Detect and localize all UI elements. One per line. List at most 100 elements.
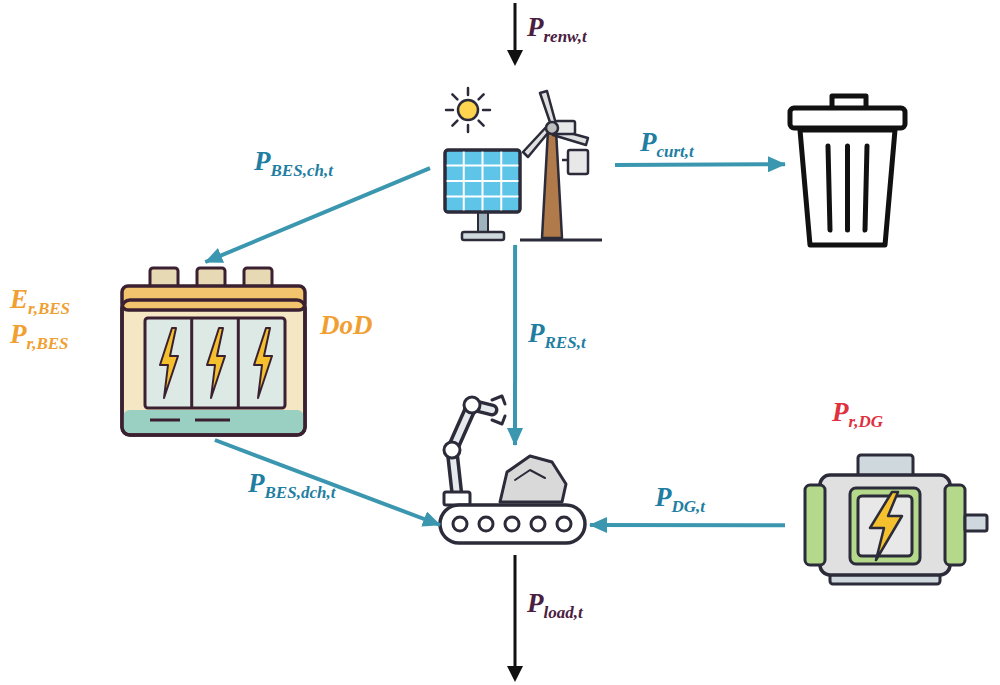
symbol-main: P bbox=[527, 588, 544, 618]
trash-can-icon-part bbox=[865, 146, 867, 230]
conveyor-robot-icon-part bbox=[479, 517, 493, 531]
input-arrow bbox=[507, 3, 523, 66]
battery-icon-part bbox=[145, 318, 285, 408]
power-flow-arrow bbox=[205, 168, 430, 262]
symbol-subscript: load,t bbox=[544, 603, 583, 622]
symbol-main: P bbox=[640, 127, 657, 157]
rating-label: Pr,DG bbox=[832, 397, 883, 437]
solar-panel-icon-part bbox=[445, 180, 520, 182]
wind-turbine-icon-part bbox=[546, 122, 558, 134]
trash-can-icon-part bbox=[800, 130, 895, 245]
conveyor-robot-icon-part bbox=[444, 442, 460, 458]
solar-panel-icon-part bbox=[445, 165, 520, 167]
sun-icon-part bbox=[479, 94, 484, 99]
conveyor-robot-icon-part bbox=[557, 517, 571, 531]
conveyor-robot-icon-part bbox=[515, 470, 545, 480]
flow-label: Pcurt,t bbox=[640, 127, 694, 167]
sun-icon bbox=[446, 88, 490, 132]
symbol-subscript: BES,dch,t bbox=[265, 483, 336, 502]
battery-icon-part bbox=[254, 328, 272, 398]
sun-icon-part bbox=[467, 88, 470, 95]
battery-icon-part bbox=[122, 300, 305, 435]
battery-icon-part bbox=[124, 410, 304, 433]
sun-icon-part bbox=[446, 109, 453, 112]
diesel-generator: Pr,DG bbox=[785, 455, 985, 590]
conveyor-robot-icon bbox=[440, 396, 585, 543]
symbol-subscript: r,BES bbox=[27, 334, 69, 353]
symbol-subscript: r,DG bbox=[849, 412, 883, 431]
trash-can-icon-part bbox=[845, 146, 850, 230]
symbol-main: E bbox=[10, 284, 28, 314]
symbol-main: P bbox=[254, 146, 271, 176]
battery-icon-part bbox=[150, 419, 180, 422]
diesel-generator-icon-part bbox=[850, 488, 920, 564]
wind-turbine-icon-part bbox=[568, 150, 588, 174]
symbol-main: P bbox=[655, 482, 672, 512]
rating-label: Er,BES bbox=[10, 284, 70, 324]
symbol-main: P bbox=[527, 12, 544, 42]
trash-can-icon-part bbox=[790, 108, 905, 128]
battery-storage: Er,BESPr,BESDoD bbox=[118, 262, 308, 440]
rating-label: Pr,BES bbox=[10, 319, 69, 359]
sun-icon-part bbox=[483, 109, 490, 112]
battery-icon-part bbox=[122, 300, 305, 435]
mining-load bbox=[440, 445, 590, 545]
conveyor-robot-icon-part bbox=[492, 396, 505, 424]
battery-icon-part bbox=[207, 328, 225, 398]
sun-icon-part bbox=[467, 125, 470, 132]
symbol-subscript: curt,t bbox=[657, 142, 694, 161]
output-arrow bbox=[507, 555, 523, 682]
battery-icon-part bbox=[122, 286, 305, 310]
input-arrow-part bbox=[507, 50, 523, 66]
diesel-generator-icon-part bbox=[965, 515, 987, 531]
wind-turbine-icon-part bbox=[520, 239, 602, 242]
flow-label: PBES,dch,t bbox=[248, 468, 335, 508]
sun-icon-part bbox=[479, 121, 484, 126]
diesel-generator-icon-part bbox=[945, 485, 965, 565]
battery-icon bbox=[122, 268, 305, 435]
solar-panel-icon-part bbox=[445, 150, 520, 212]
conveyor-robot-icon-part bbox=[440, 505, 585, 543]
symbol-subscript: r,BES bbox=[28, 299, 70, 318]
curtailment-bin bbox=[785, 85, 905, 250]
wind-turbine-icon bbox=[520, 91, 602, 240]
symbol-main: P bbox=[10, 319, 27, 349]
symbol-subscript: BES,ch,t bbox=[271, 161, 333, 180]
diesel-generator-icon-part bbox=[805, 485, 825, 565]
sun-icon-part bbox=[452, 94, 457, 99]
conveyor-robot-icon-part bbox=[505, 517, 519, 531]
symbol-subscript: RES,t bbox=[545, 333, 586, 352]
input-arrow-part bbox=[514, 3, 517, 52]
power-flow-arrow bbox=[513, 245, 517, 445]
power-label: Prenw,t bbox=[527, 12, 587, 52]
diesel-generator-icon bbox=[805, 455, 987, 584]
symbol-main: P bbox=[528, 318, 545, 348]
renewable-source bbox=[430, 85, 615, 245]
sun-icon-part bbox=[458, 100, 478, 120]
trash-can-icon bbox=[790, 96, 905, 245]
solar-panel-icon bbox=[445, 150, 520, 240]
battery-icon-part bbox=[237, 318, 240, 408]
diesel-generator-icon-part bbox=[870, 492, 902, 560]
solar-panel-icon-part bbox=[445, 196, 520, 198]
battery-icon-part bbox=[190, 318, 193, 408]
flow-label: PDG,t bbox=[655, 482, 705, 522]
symbol-subscript: DG,t bbox=[672, 497, 706, 516]
symbol-subscript: renw,t bbox=[544, 27, 587, 46]
diesel-generator-icon-part bbox=[820, 475, 950, 575]
trash-can-icon-part bbox=[828, 146, 830, 230]
output-arrow-part bbox=[507, 666, 523, 682]
rating-label: DoD bbox=[320, 310, 373, 340]
solar-panel-icon-part bbox=[445, 150, 520, 212]
output-arrow-part bbox=[514, 555, 517, 668]
conveyor-robot-icon-part bbox=[453, 517, 467, 531]
symbol-main: P bbox=[832, 397, 849, 427]
symbol-main: P bbox=[248, 468, 265, 498]
conveyor-robot-icon-part bbox=[464, 397, 480, 413]
wind-turbine-icon-part bbox=[562, 159, 568, 162]
wind-turbine-icon-part bbox=[542, 130, 562, 238]
power-label: Pload,t bbox=[527, 588, 583, 628]
solar-panel-icon-part bbox=[478, 212, 488, 232]
